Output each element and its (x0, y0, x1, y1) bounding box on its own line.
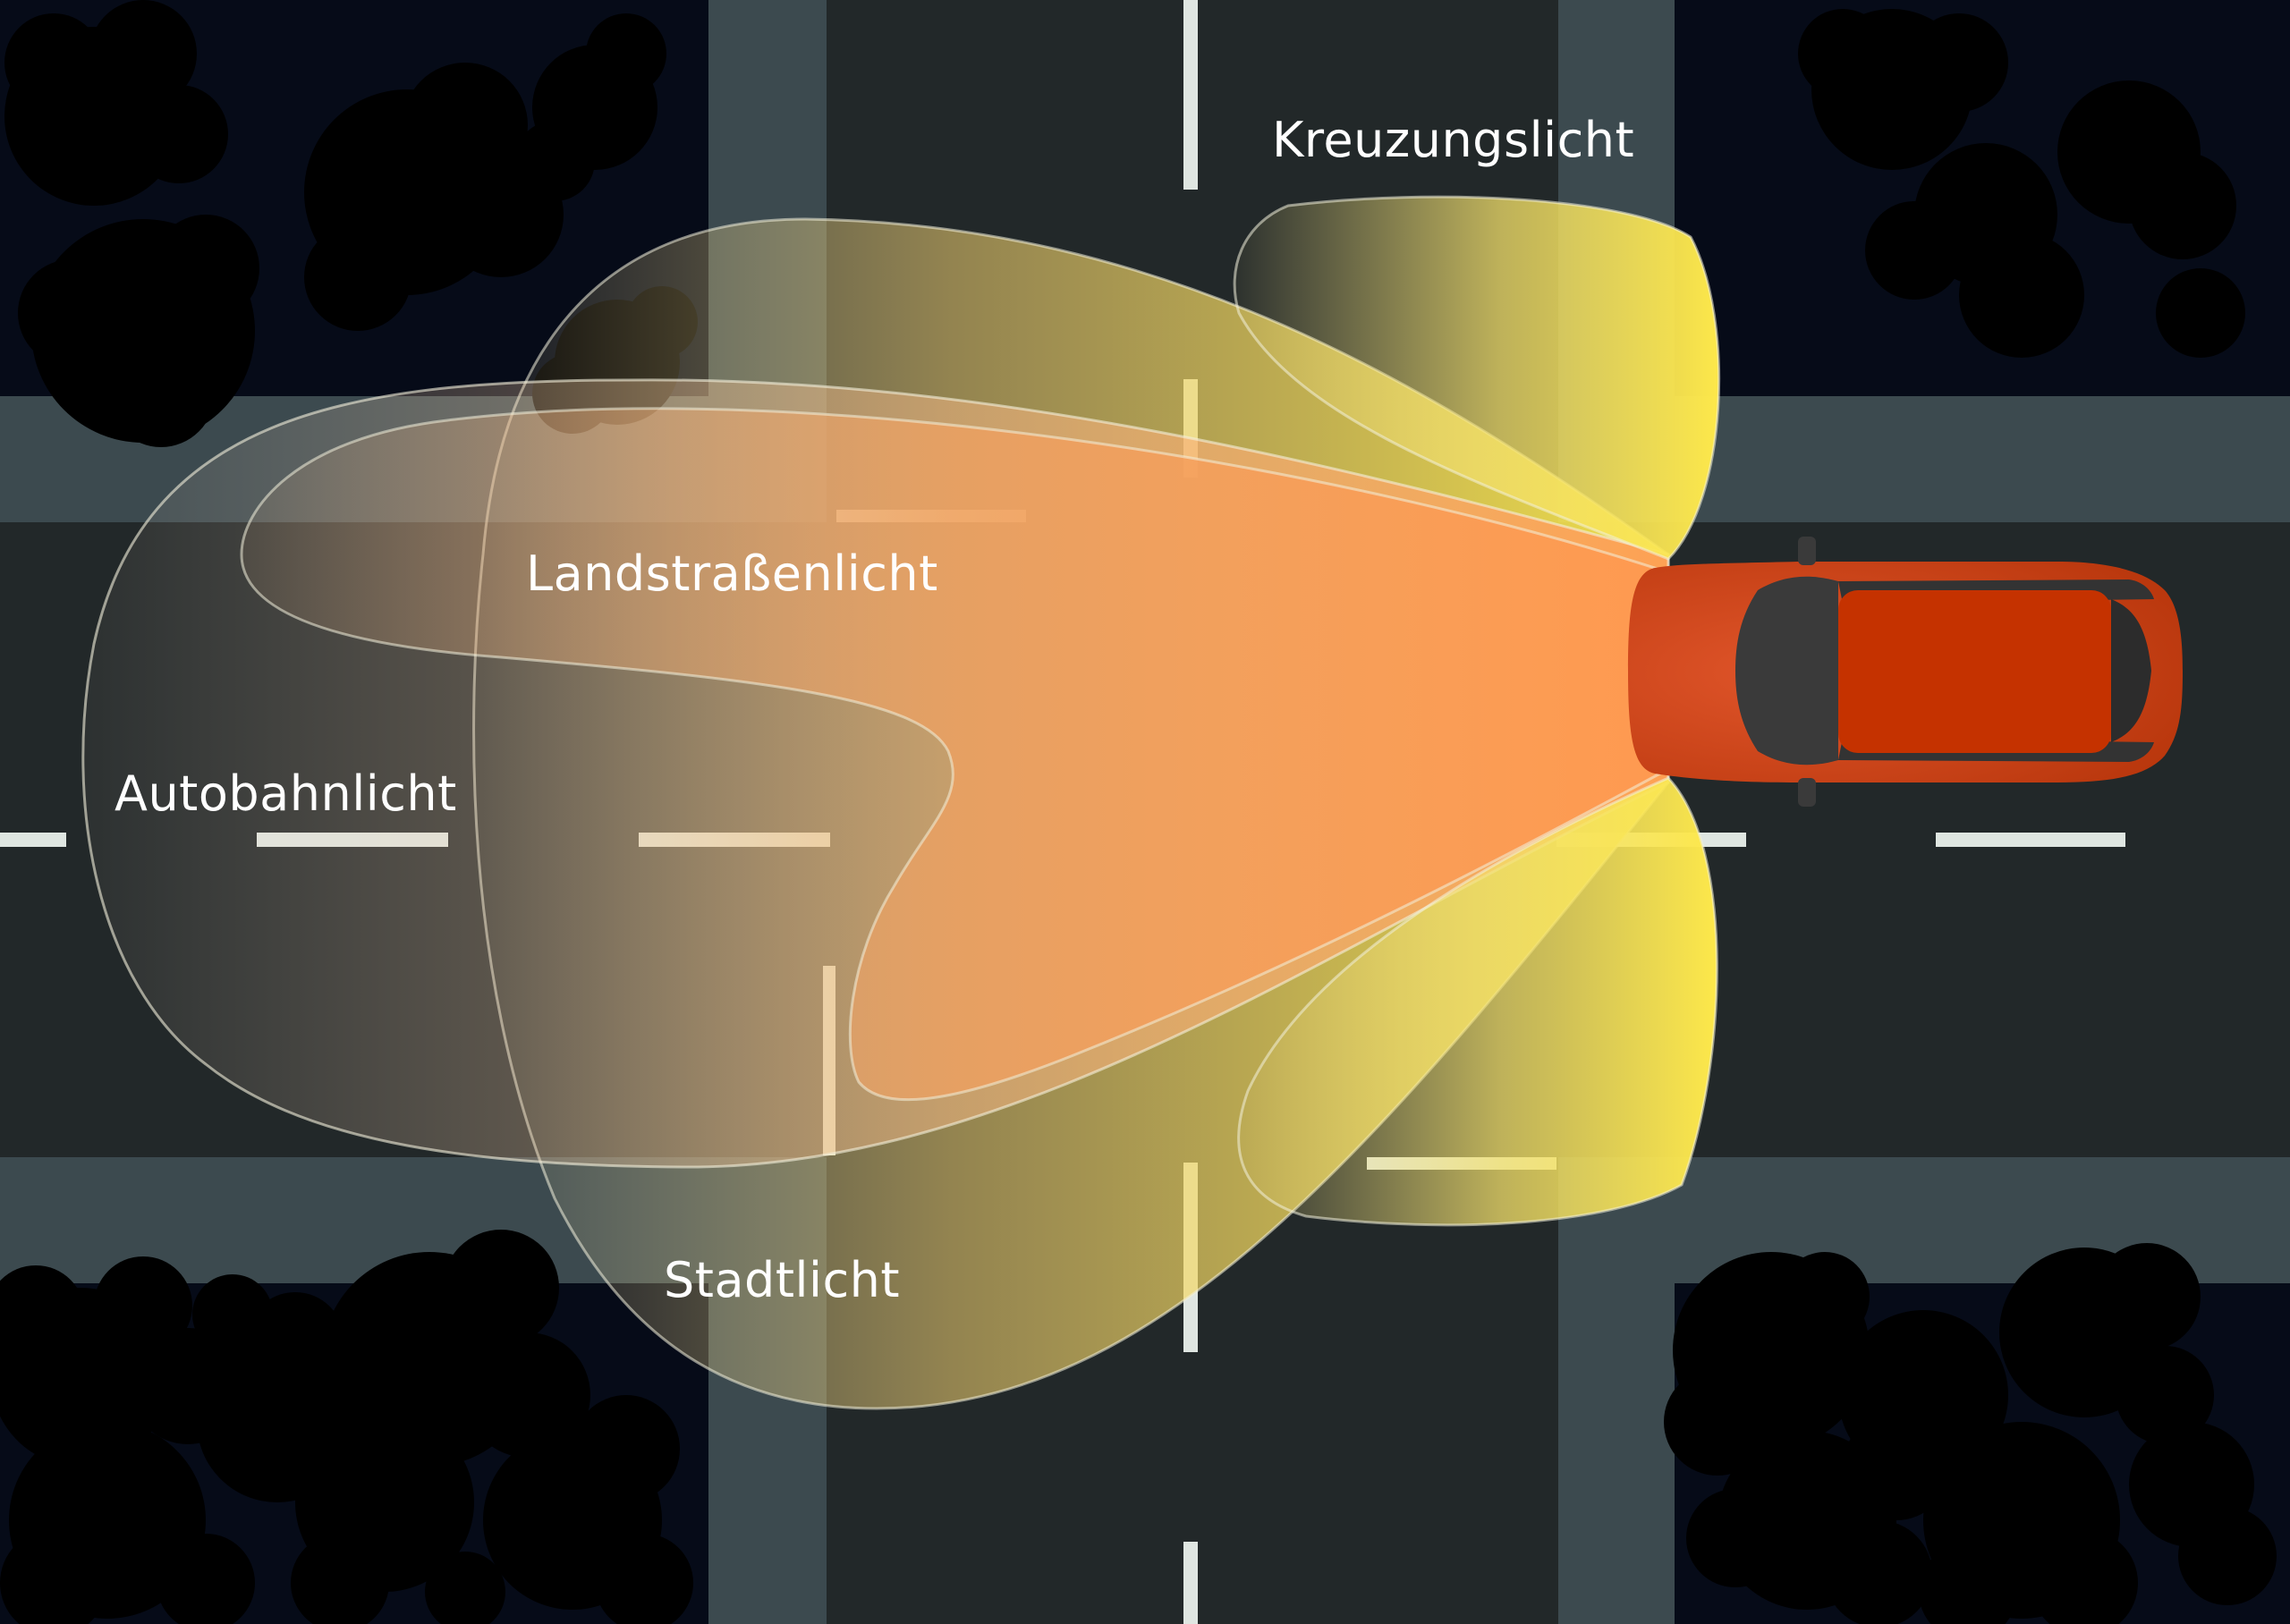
car (1628, 537, 2183, 807)
label-stadtlicht: Stadtlicht (664, 1252, 900, 1308)
mirror-bottom (1798, 778, 1816, 807)
trees-top-right (1798, 9, 2245, 358)
car-roof (1838, 590, 2111, 753)
labels: Kreuzungslicht Landstraßenlicht Autobahn… (114, 112, 1634, 1308)
light-cones (81, 195, 1721, 1410)
trees-bottom-right (1664, 1243, 2277, 1624)
trees-bottom-left (0, 1230, 693, 1624)
cone-kreuzungslicht-upper (1233, 195, 1721, 561)
mirror-top (1798, 537, 1816, 565)
label-landstrassenlicht: Landstraßenlicht (526, 546, 938, 602)
label-autobahnlicht: Autobahnlicht (114, 765, 457, 822)
label-kreuzungslicht: Kreuzungslicht (1272, 112, 1634, 168)
cone-kreuzungslicht-lower (1237, 776, 1718, 1227)
cone-landstrassenlicht (240, 407, 1670, 1102)
windshield (1735, 576, 1838, 765)
rear-window (2111, 599, 2151, 742)
